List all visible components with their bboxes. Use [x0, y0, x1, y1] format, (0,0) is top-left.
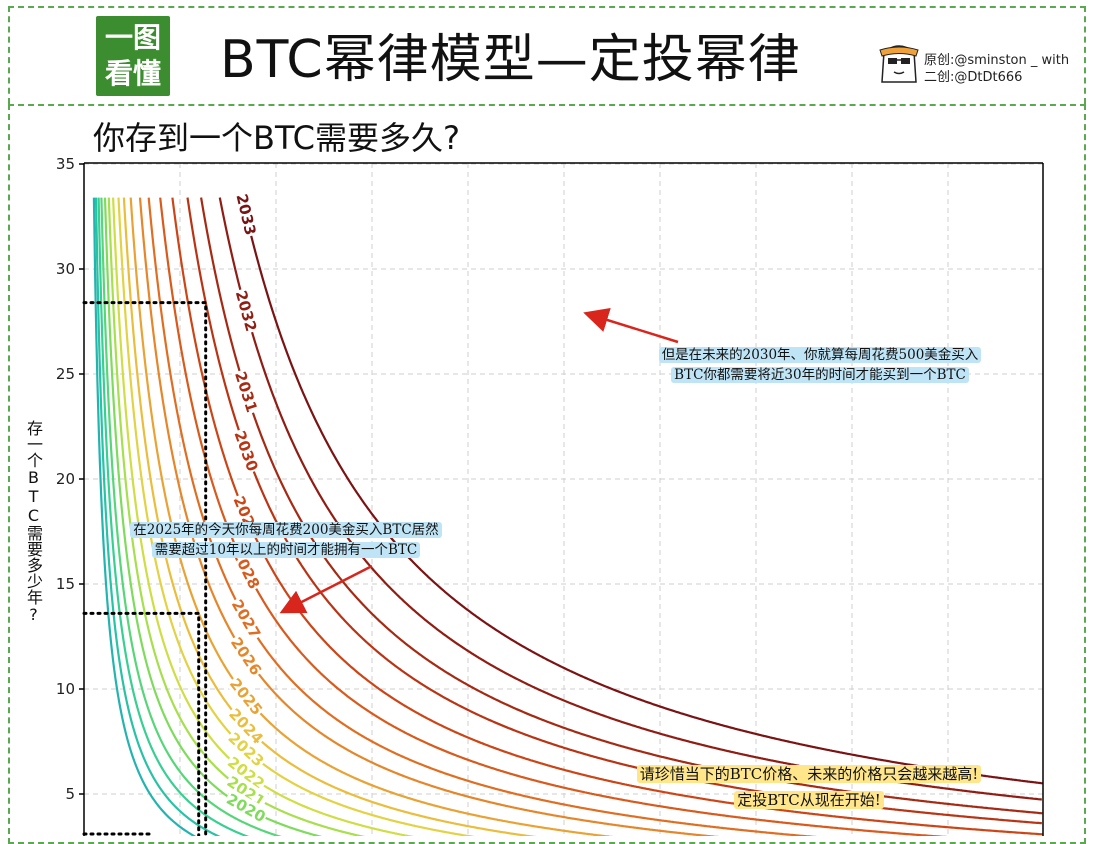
- annotation-2025-line1: 在2025年的今天你每周花费200美金买入BTC居然: [130, 522, 442, 538]
- contour-line-2022: [112, 197, 414, 836]
- contour-line-2032: [218, 197, 1042, 801]
- axes: 5 10 15 20 25 30 35: [56, 155, 1044, 836]
- contour-label-2030: 2030: [230, 426, 263, 475]
- contour-line-extra-14: [100, 197, 282, 836]
- y-tick-label: 25: [56, 365, 75, 383]
- contour-lines: 2033203220312030202920282027202620252024…: [92, 190, 1043, 836]
- annotation-2030-line1: 但是在未来的2030年、你就算每周花费500美金买入: [658, 347, 982, 363]
- y-tick-label: 10: [56, 680, 75, 698]
- guide-2025: [82, 611, 201, 836]
- y-tick-label: 15: [56, 575, 75, 593]
- annotation-2025: 在2025年的今天你每周花费200美金买入BTC居然 需要超过10年以上的时间才…: [108, 520, 464, 560]
- contour-line-extra-15: [97, 197, 250, 836]
- y-tick-label: 20: [56, 470, 75, 488]
- contour-label-text: 2030: [230, 428, 261, 473]
- contour-line-2030: [186, 197, 1042, 825]
- contour-line-2027: [147, 197, 818, 836]
- contour-label-2033: 2033: [232, 190, 261, 238]
- guide-2030: [82, 301, 208, 836]
- guide-lines: [82, 301, 208, 836]
- arrow-2030: [583, 308, 679, 344]
- credits: 原创:@sminston _ with 二创:@DtDt666: [924, 52, 1069, 86]
- cta-line2: 定投BTC从现在开始!: [734, 791, 884, 809]
- y-tick-label: 35: [56, 155, 75, 173]
- contour-line-2020: [103, 197, 323, 836]
- y-tick-label: 5: [65, 785, 75, 803]
- logo-line2: 看懂: [104, 57, 161, 90]
- contour-line-2023: [117, 197, 475, 836]
- annotation-2030: 但是在未来的2030年、你就算每周花费500美金买入 BTC你都需要将近30年的…: [630, 345, 1010, 385]
- contour-line-2031: [200, 197, 1043, 815]
- arrow-2025: [279, 564, 373, 614]
- credit-derived: 二创:@DtDt666: [924, 70, 1023, 85]
- header-frame: [8, 6, 1086, 104]
- annotation-2025-line2: 需要超过10年以上的时间才能拥有一个BTC: [151, 542, 421, 558]
- logo-line1: 一图: [104, 21, 161, 54]
- y-tick-label: 30: [56, 260, 75, 278]
- contour-line-2029: [171, 197, 1043, 836]
- cta-line1: 请珍惜当下的BTC价格、未来的价格只会越来越高!: [636, 765, 982, 783]
- contour-label-text: 2031: [231, 369, 261, 414]
- contour-line-extra-17: [92, 197, 197, 836]
- contour-label-2026: 2026: [227, 632, 267, 680]
- annotation-2030-line2: BTC你都需要将近30年的时间才能买到一个BTC: [671, 367, 969, 383]
- y-axis-label: 存一个BTC需要多少年?: [24, 420, 43, 624]
- contour-label-2032: 2032: [232, 287, 262, 335]
- logo: 一图 看懂: [96, 16, 170, 96]
- credit-original: 原创:@sminston _ with: [924, 53, 1070, 68]
- contour-line-2028: [159, 197, 948, 836]
- author-avatar-icon: [879, 45, 919, 83]
- contour-line-2025: [129, 197, 614, 836]
- contour-line-2033: [241, 197, 1043, 785]
- call-to-action: 请珍惜当下的BTC价格、未来的价格只会越来越高! 定投BTC从现在开始!: [578, 762, 1040, 814]
- chart-subtitle: 你存到一个BTC需要多久?: [93, 119, 460, 157]
- contour-label-text: 2032: [232, 288, 260, 333]
- contour-label-text: 2033: [232, 192, 259, 237]
- contour-line-2024: [122, 197, 537, 836]
- page-title: BTC幂律模型—定投幂律: [220, 30, 801, 90]
- grid: [84, 163, 1043, 836]
- contour-line-extra-16: [94, 197, 221, 836]
- contour-label-2031: 2031: [231, 367, 263, 416]
